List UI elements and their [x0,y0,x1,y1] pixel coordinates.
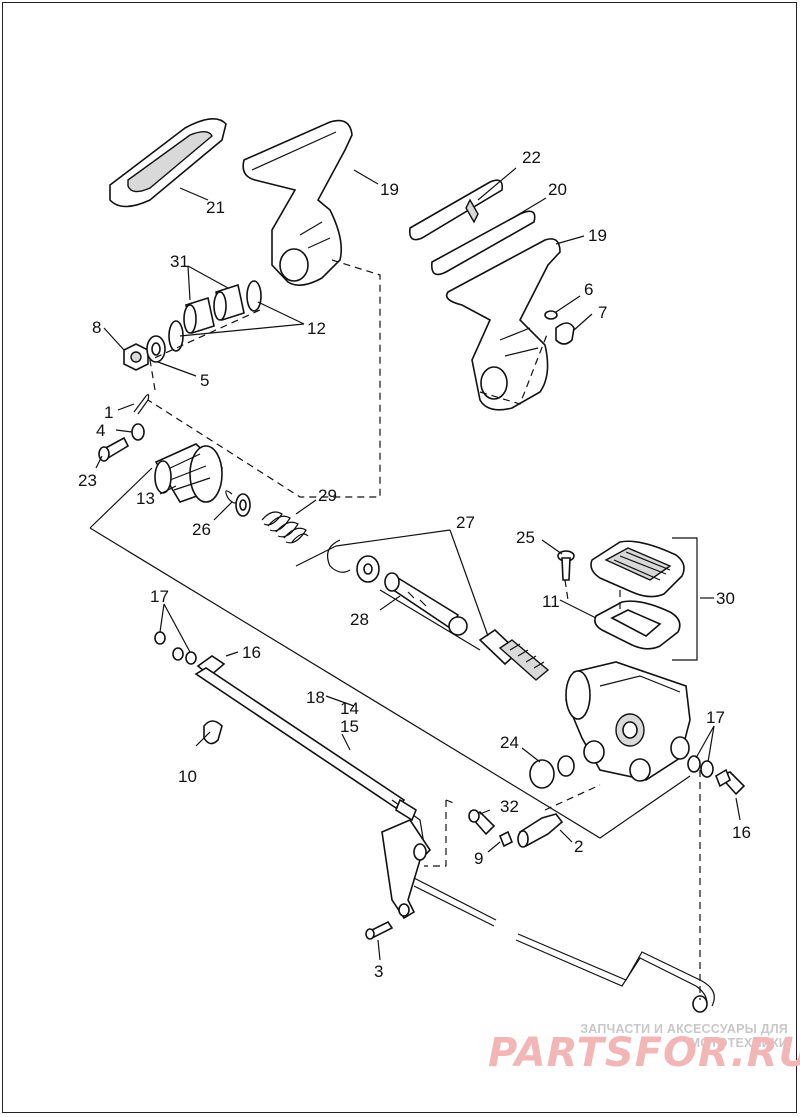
callout-27: 27 [456,513,475,532]
callout-10: 10 [178,767,197,786]
part-22-pedal-pad [408,179,504,241]
part-9-boot [498,830,514,848]
part-20-pedal-pad [430,210,536,276]
brake-line-fitting [692,995,708,1013]
callout-1: 1 [104,403,113,422]
part-10-clamp [203,720,223,745]
callout-19-right: 19 [588,226,607,245]
part-3-screw [365,920,394,940]
callout-11: 11 [542,592,560,611]
callout-30: 30 [716,589,735,608]
part-8-nut [123,343,149,371]
callout-9: 9 [474,849,483,868]
part-26-retaining-ring [225,490,251,517]
master-cylinder-body [565,661,691,782]
callout-32: 32 [500,797,519,816]
part-11-gasket [594,600,681,650]
part-6-washer [544,310,558,320]
callout-14: 14 [340,699,359,718]
callout-22: 22 [522,148,541,167]
assembly-lines [89,259,701,1000]
brake-line-lower-2 [413,885,708,1009]
part-16-banjo-bolt-right [715,768,746,796]
part-21-footboard-pad [109,118,227,208]
part-27-washer [356,555,380,583]
callout-31: 31 [170,252,189,271]
callout-24: 24 [500,733,519,752]
brake-line-lower [413,877,715,1007]
callout-4: 4 [96,421,105,440]
part-2-fitting [517,813,564,848]
callout-5: 5 [200,371,209,390]
callout-16-right: 16 [732,823,751,842]
part-30-reservoir-cover [590,540,685,598]
part-14-15-brake-line [194,667,425,845]
part-31-bushings [183,283,245,335]
part-23-clevis-pin [98,436,130,462]
callout-16-left: 16 [242,643,261,662]
part-32-switch [468,809,496,836]
watermark-logo: PARTSFOR.RU [488,1030,800,1076]
part-17-washers-left [154,631,197,665]
callout-labels: 21 19 22 20 19 31 12 8 5 6 7 1 4 23 13 2… [78,148,751,981]
part-7-acorn-nut [555,322,575,345]
part-19-brake-pedal-left [242,119,353,286]
part-27-retaining-ring [327,539,351,573]
mounting-bracket [381,819,432,920]
part-17-washers-right [687,755,714,778]
part-13-boot [154,443,223,503]
callout-23: 23 [78,471,97,490]
part-5-washer [146,335,166,363]
callout-15: 15 [340,717,359,736]
watermark-tagline: ЗАПЧАСТИ И АКСЕССУАРЫ ДЛЯ МОТОТЕХНИКИ [580,1022,788,1050]
bracket-30 [672,537,698,661]
callout-20: 20 [548,180,567,199]
callout-3: 3 [374,962,383,981]
callout-21: 21 [206,198,225,217]
callout-18: 18 [306,688,325,707]
part-28-pushrod [384,572,468,636]
callout-25: 25 [516,528,535,547]
callout-17-left: 17 [150,587,169,606]
leader-lines [95,167,741,961]
callout-2: 2 [574,837,583,856]
part-4-washer [131,423,145,441]
callout-6: 6 [584,280,593,299]
part-12-o-rings [168,280,262,352]
callout-13: 13 [136,489,155,508]
part-25-screw [557,550,575,581]
part-24-plug [529,755,575,789]
callout-28: 28 [350,610,369,629]
callout-19-left: 19 [380,180,399,199]
part-1-cotter-pin [133,394,150,415]
part-29-spring [261,511,309,544]
part-19-brake-pedal-right [445,238,561,411]
part-27-piston-assembly [478,628,550,681]
callout-12: 12 [307,319,326,338]
callout-26: 26 [192,520,211,539]
callout-7: 7 [598,303,607,322]
callout-17-right: 17 [706,708,725,727]
callout-8: 8 [92,318,101,337]
callout-29: 29 [318,486,337,505]
